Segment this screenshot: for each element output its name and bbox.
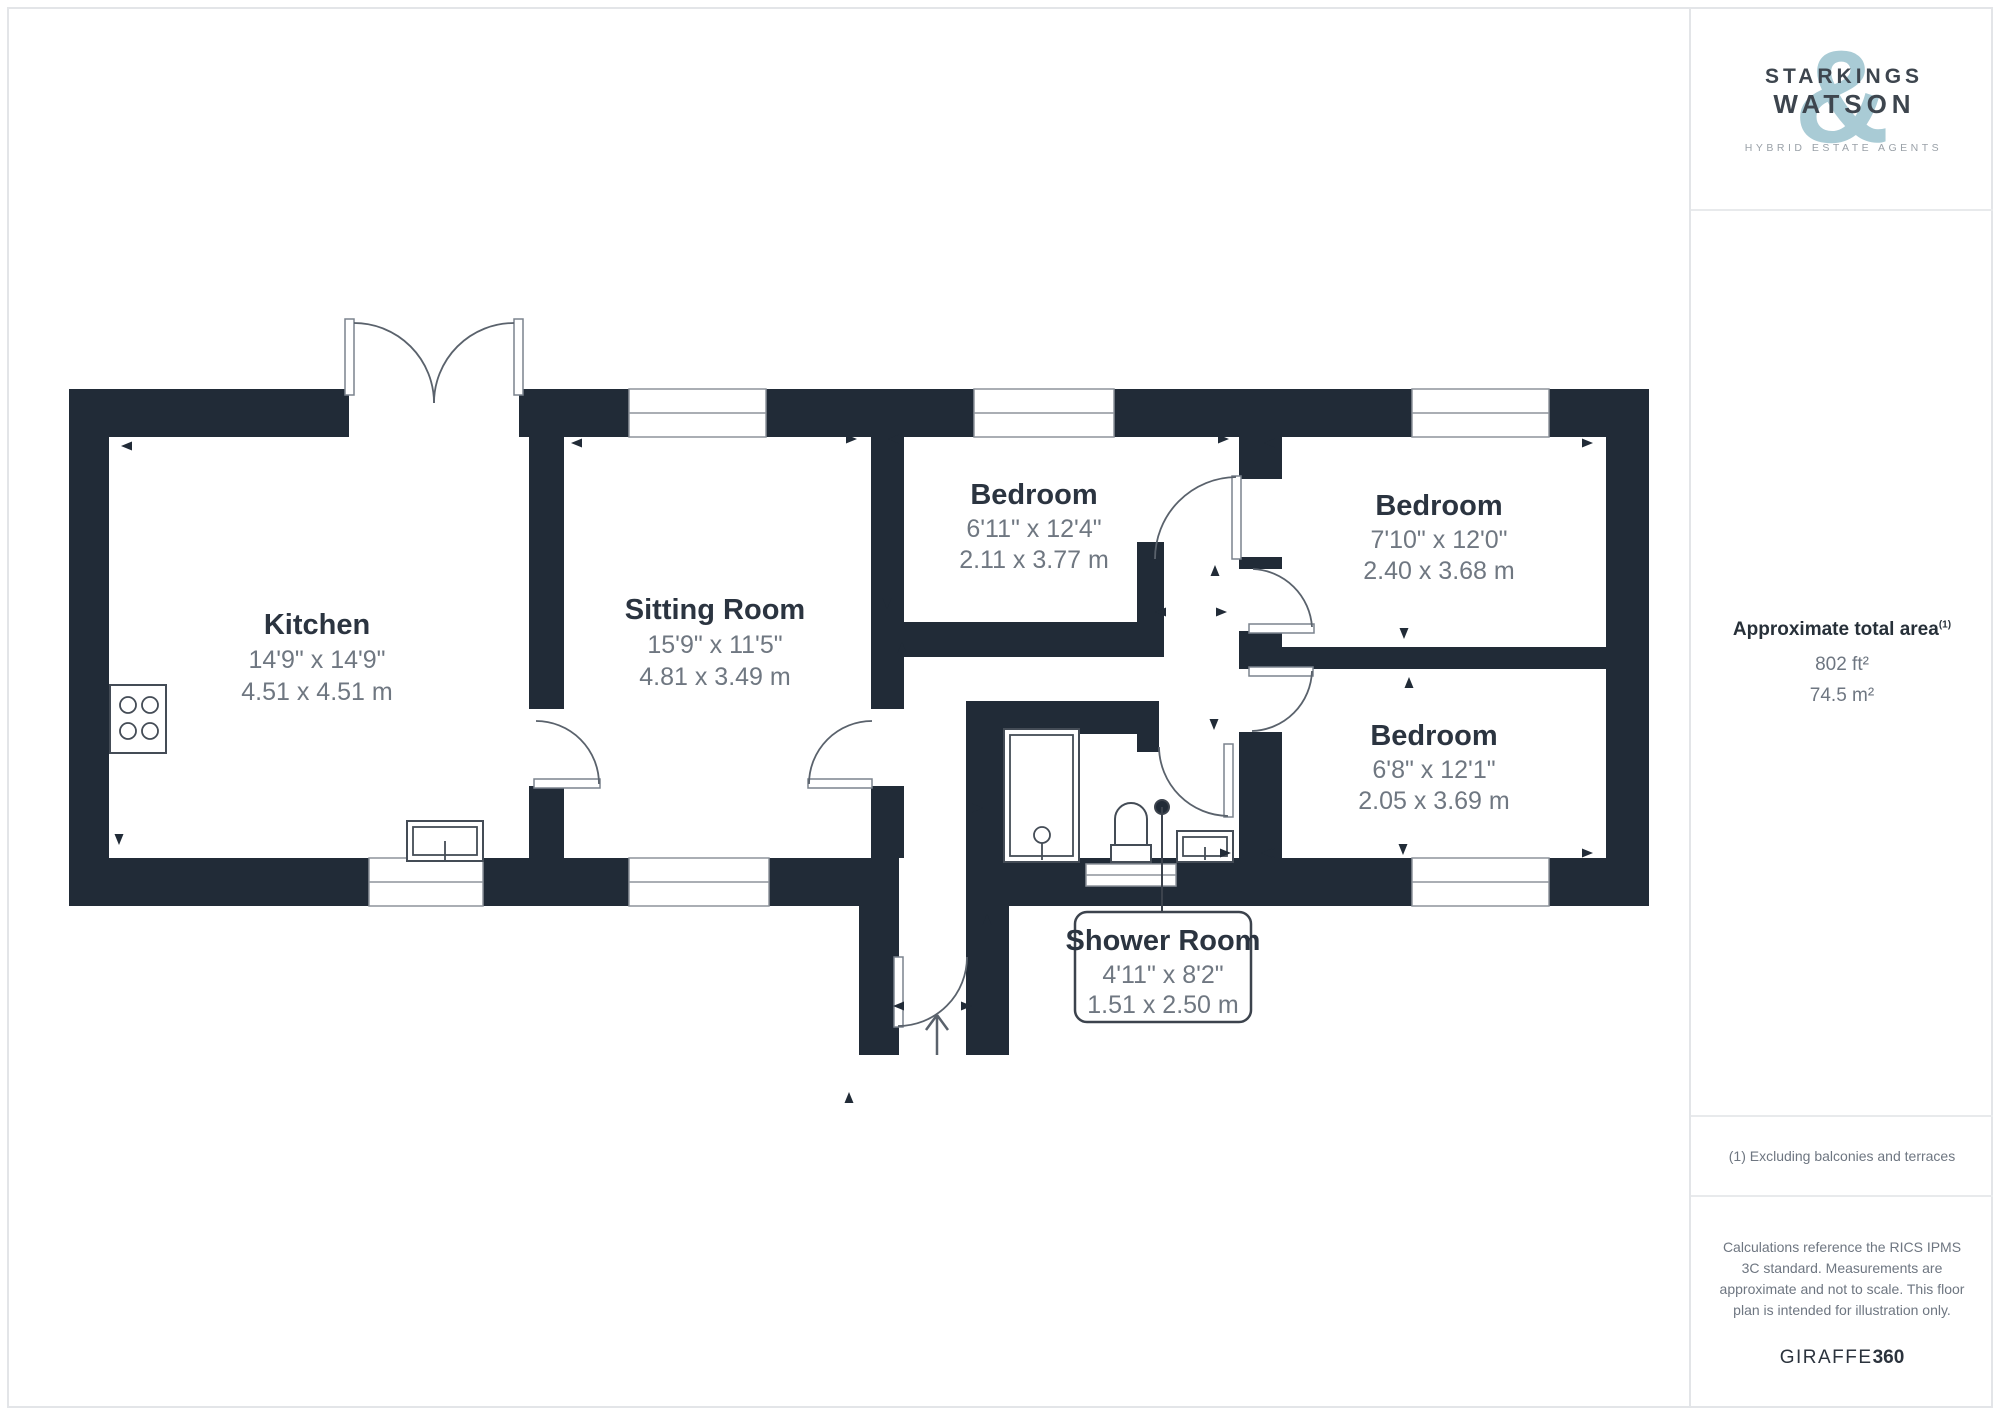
room-name: Shower Room [1066,925,1261,957]
footnote-text: (1) Excluding balconies and terraces [1728,1148,1956,1164]
room-dim-metric: 4.81 x 3.49 m [639,663,790,691]
room-label-kitchen: Kitchen 14'9" x 14'9" 4.51 x 4.51 m [241,609,392,706]
area-footnote-marker: (1) [1938,619,1952,631]
room-dim-imperial: 14'9" x 14'9" [248,646,385,674]
logo-section: & STARKINGS WATSON HYBRID ESTATE AGENTS [1691,9,1993,211]
room-dim-imperial: 4'11" x 8'2" [1102,961,1223,989]
room-label-sitting-room: Sitting Room 15'9" x 11'5" 4.81 x 3.49 m [625,594,805,691]
room-name: Bedroom [1370,720,1497,752]
footnote-section: (1) Excluding balconies and terraces [1691,1117,1993,1197]
room-label-bedroom-3: Bedroom 6'8" x 12'1" 2.05 x 3.69 m [1358,720,1509,815]
room-dim-imperial: 15'9" x 11'5" [647,631,782,659]
floor-plan: Kitchen 14'9" x 14'9" 4.51 x 4.51 m Sitt… [69,318,1649,1103]
shower-room-callout: Shower Room 4'11" x 8'2" 1.51 x 2.50 m [1066,799,1261,1024]
logo-tagline: HYBRID ESTATE AGENTS [1744,141,1943,154]
disclaimer-section: Calculations reference the RICS IPMS 3C … [1691,1197,1993,1408]
page-frame: Kitchen 14'9" x 14'9" 4.51 x 4.51 m Sitt… [7,7,1993,1408]
room-dim-imperial: 7'10" x 12'0" [1370,526,1507,554]
logo-line2: WATSON [1773,88,1916,119]
room-dim-metric: 2.05 x 3.69 m [1358,787,1509,815]
room-dim-metric: 2.11 x 3.77 m [959,546,1109,574]
room-dim-imperial: 6'11" x 12'4" [966,515,1101,543]
stove [109,684,167,754]
logo-line1: STARKINGS [1764,64,1924,88]
fixtures [109,684,1234,1055]
basin [1176,830,1234,863]
kitchen-sink [406,820,484,862]
room-dim-imperial: 6'8" x 12'1" [1372,756,1495,784]
disclaimer-text: Calculations reference the RICS IPMS 3C … [1719,1238,1965,1318]
room-label-bedroom-1: Bedroom 6'11" x 12'4" 2.11 x 3.77 m [959,479,1109,574]
logo-ampersand: & [1794,23,1890,170]
room-label-bedroom-2: Bedroom 7'10" x 12'0" 2.40 x 3.68 m [1363,490,1514,585]
shower-enclosure [1003,728,1080,863]
windows [368,388,1550,907]
room-dim-metric: 1.51 x 2.50 m [1087,991,1238,1019]
entrance-arrow [924,1014,950,1055]
french-door-right-leaf [513,318,524,396]
provider-name: GIRAFFE [1779,1346,1873,1368]
french-door-left-leaf [344,318,355,396]
area-metric: 74.5 m² [1809,685,1875,706]
room-name: Bedroom [1375,490,1502,522]
room-dim-metric: 4.51 x 4.51 m [241,678,392,706]
area-imperial: 802 ft² [1815,654,1869,675]
doors [344,318,1315,1028]
sidebar: & STARKINGS WATSON HYBRID ESTATE AGENTS … [1689,9,1993,1408]
toilet [1110,802,1152,863]
provider-logo: GIRAFFE360 [1780,1347,1905,1369]
room-dim-metric: 2.40 x 3.68 m [1363,557,1514,585]
provider-suffix: 360 [1872,1346,1905,1368]
area-section: Approximate total area(1) 802 ft² 74.5 m… [1691,211,1993,1117]
area-title-text: Approximate total area [1732,619,1939,640]
room-name: Bedroom [970,479,1097,511]
walls [69,389,1649,1055]
room-name: Sitting Room [625,594,805,626]
agency-logo: & STARKINGS WATSON HYBRID ESTATE AGENTS [1727,23,1957,184]
area-title: Approximate total area(1) [1733,619,1951,641]
room-name: Kitchen [264,609,370,641]
measurement-arrows [114,434,1593,1103]
